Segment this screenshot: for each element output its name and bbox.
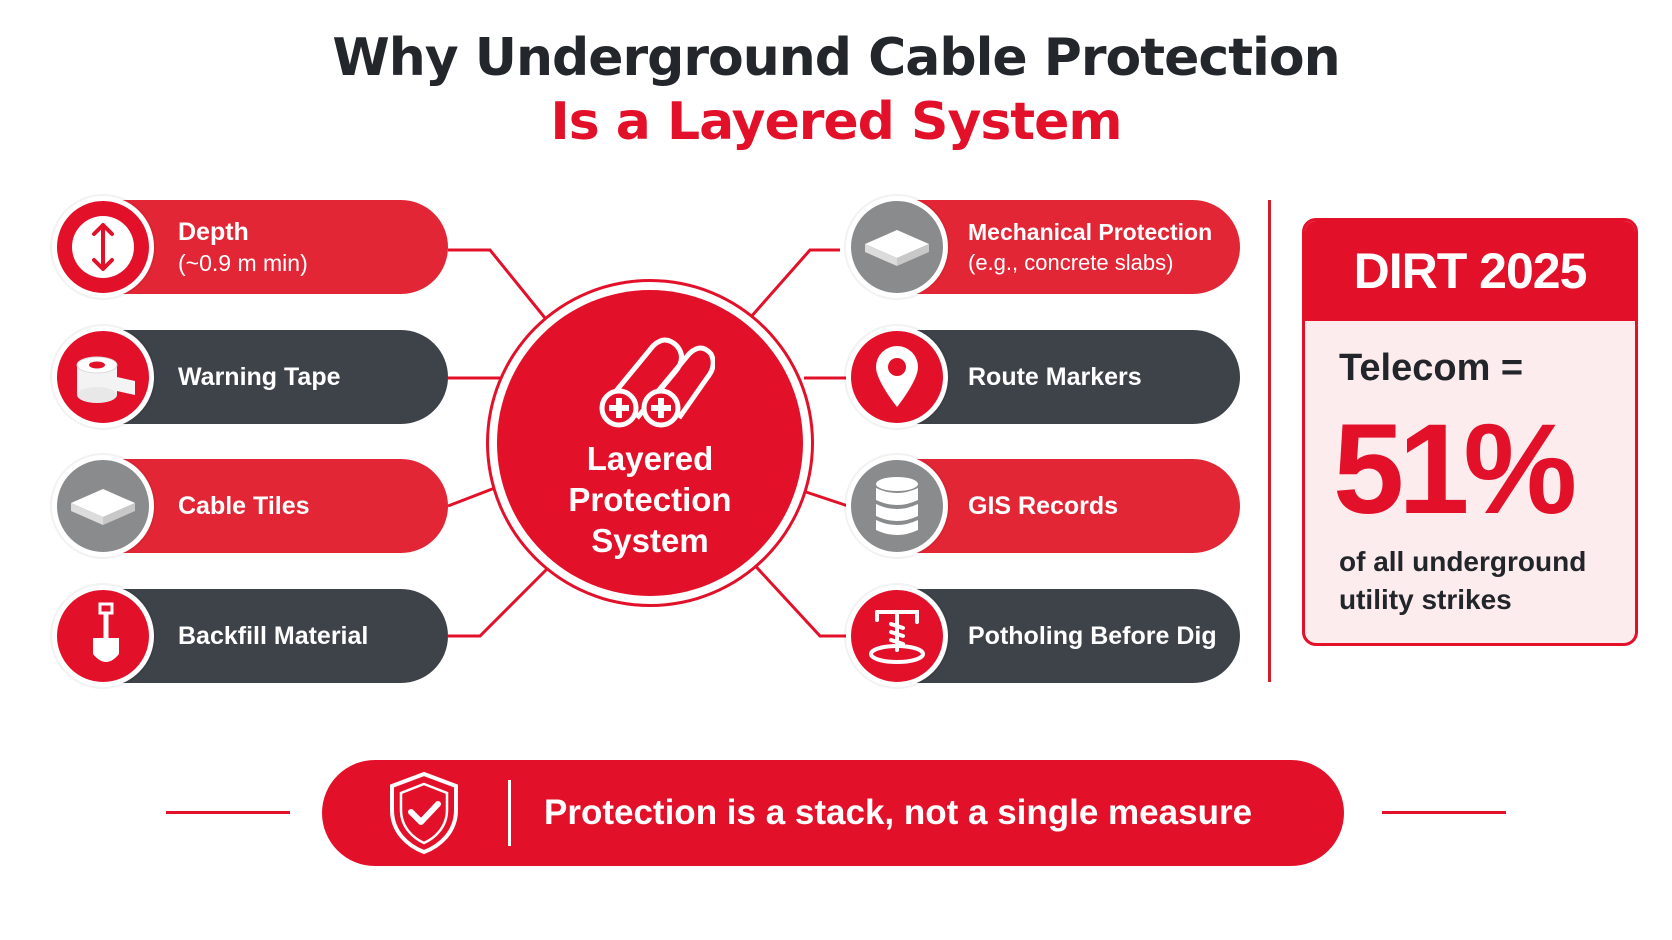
banner-right-line [1382, 811, 1506, 814]
excavation-icon [846, 585, 948, 687]
tape-roll-icon [52, 326, 154, 428]
banner-text: Protection is a stack, not a single meas… [544, 793, 1253, 832]
cable-bundle-icon [599, 337, 715, 428]
shovel-icon [52, 585, 154, 687]
connector-gis [799, 488, 849, 508]
connector-cable-tiles [447, 484, 501, 508]
hub-label-line1: Layered [586, 440, 714, 477]
banner-separator [508, 780, 511, 846]
item-depth-sub: (~0.9 m min) [178, 249, 308, 276]
connector-backfill [448, 558, 558, 638]
hub-label-line3: System [591, 522, 709, 559]
stat-panel: DIRT 2025 Telecom = 51% of all undergrou… [1302, 218, 1638, 646]
item-depth-label: Depth [178, 217, 249, 246]
hub-layered-protection: Layered Protection System [497, 290, 803, 596]
stat-header: DIRT 2025 [1305, 221, 1635, 321]
connector-mechanical [748, 248, 840, 319]
page-title: Why Underground Cable Protection [332, 28, 1340, 88]
item-cable-tiles-label: Cable Tiles [178, 491, 310, 520]
item-gis-label: GIS Records [968, 491, 1119, 520]
shield-check-icon [390, 771, 458, 855]
stat-label: Telecom = [1339, 347, 1524, 389]
connector-depth [448, 248, 547, 319]
hub-label: Layered Protection System [568, 438, 731, 561]
hub-label-line2: Protection [568, 481, 732, 518]
divider-line [1268, 200, 1271, 682]
tile-slab-icon [52, 455, 154, 557]
page-subtitle: Is a Layered System [550, 92, 1122, 152]
database-icon [846, 455, 948, 557]
connector-potholing [746, 556, 848, 638]
item-backfill-label: Backfill Material [178, 621, 369, 650]
summary-banner: Protection is a stack, not a single meas… [322, 760, 1344, 866]
map-pin-icon [846, 326, 948, 428]
item-warning-tape-label: Warning Tape [178, 362, 341, 391]
double-arrow-vertical-icon [52, 196, 154, 298]
stat-description: of all underground utility strikes [1339, 546, 1587, 615]
item-mechanical-label: Mechanical Protection [968, 218, 1213, 245]
item-potholing-label: Potholing Before Dig [968, 621, 1217, 650]
stat-value: 51% [1333, 398, 1577, 541]
item-route-markers-label: Route Markers [968, 362, 1142, 391]
banner-left-line [166, 811, 290, 814]
item-mechanical-sub: (e.g., concrete slabs) [968, 249, 1174, 275]
concrete-slab-icon [846, 196, 948, 298]
